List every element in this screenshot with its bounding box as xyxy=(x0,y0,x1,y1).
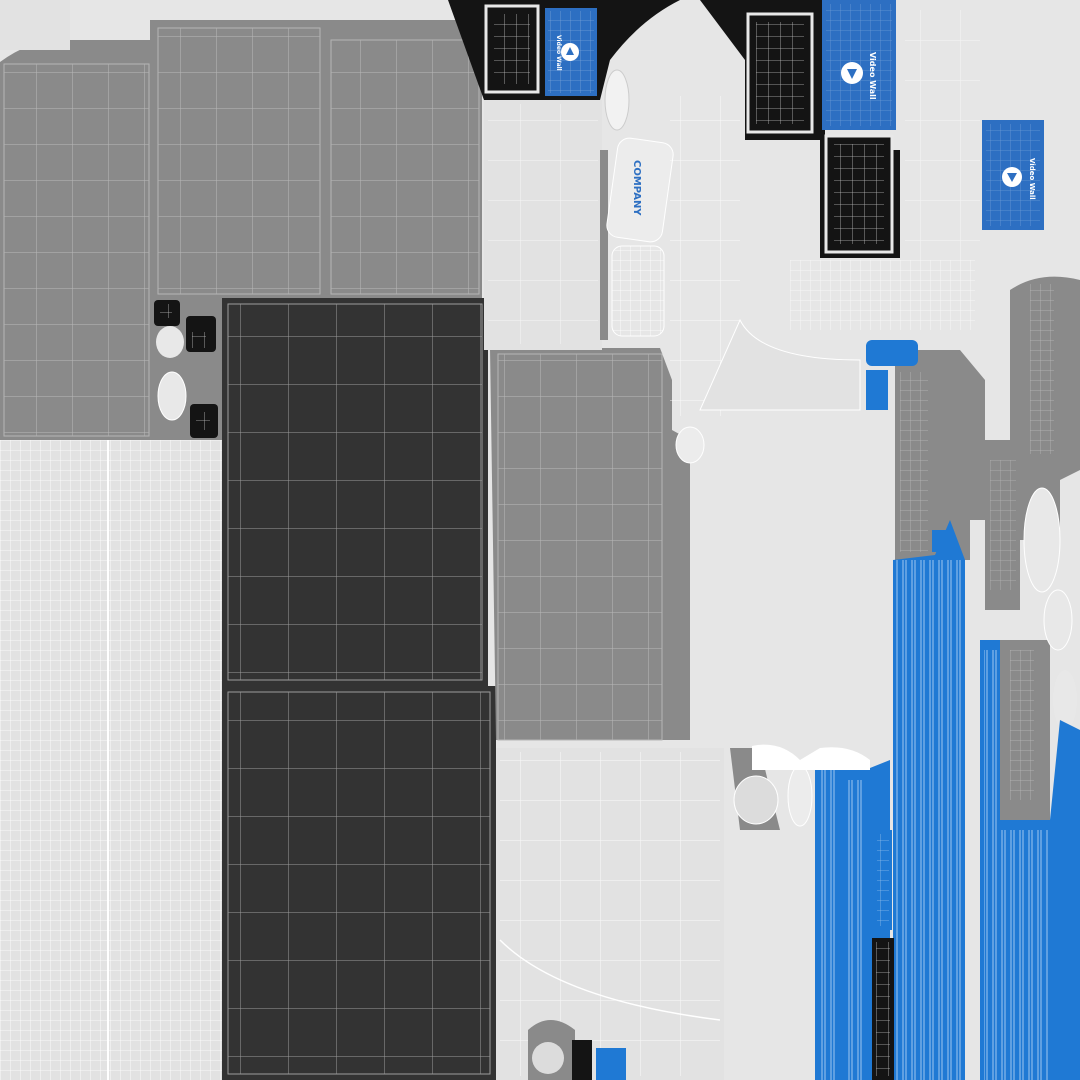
company-logo: COMPANY xyxy=(631,160,642,216)
white-islands-right xyxy=(1023,487,1077,730)
islands-bottom-center xyxy=(528,426,870,1080)
light-panel-top-center xyxy=(484,69,674,350)
light-corner xyxy=(0,0,70,50)
black-frame-top-right xyxy=(700,0,900,258)
blue-screen-right xyxy=(982,120,1044,230)
gray-panel-center xyxy=(490,348,690,741)
screen-label-text: Video Wall xyxy=(1028,158,1036,200)
blue-stripes-center xyxy=(893,520,965,1080)
screen-label-text: Video Wall xyxy=(555,35,562,71)
screen-label-text: Video Wall xyxy=(868,52,877,100)
screen-label-2: Video Wall xyxy=(841,52,877,100)
gray-panel-top-center xyxy=(150,20,482,300)
screen-label-1: Video Wall xyxy=(555,35,579,71)
play-triangle-icon xyxy=(847,69,857,79)
play-triangle-icon xyxy=(566,47,574,55)
blue-screens-small xyxy=(866,340,918,930)
gray-strips-right xyxy=(895,276,1080,1080)
black-vents-bottom xyxy=(872,938,894,1080)
blue-stripes-right xyxy=(980,640,1080,1080)
light-panel-center-bottom xyxy=(496,748,724,1080)
screen-label-3: Video Wall xyxy=(1002,158,1036,200)
light-panel-left xyxy=(0,440,222,1080)
small-islands-left xyxy=(152,298,222,440)
dark-panel-lower xyxy=(222,686,496,1080)
light-panel-upper-right xyxy=(670,10,980,416)
dark-panel-upper xyxy=(222,298,488,686)
company-logo-text: COMPANY xyxy=(631,160,642,216)
play-triangle-icon xyxy=(1007,173,1017,182)
blue-screen-top-1 xyxy=(545,8,597,96)
